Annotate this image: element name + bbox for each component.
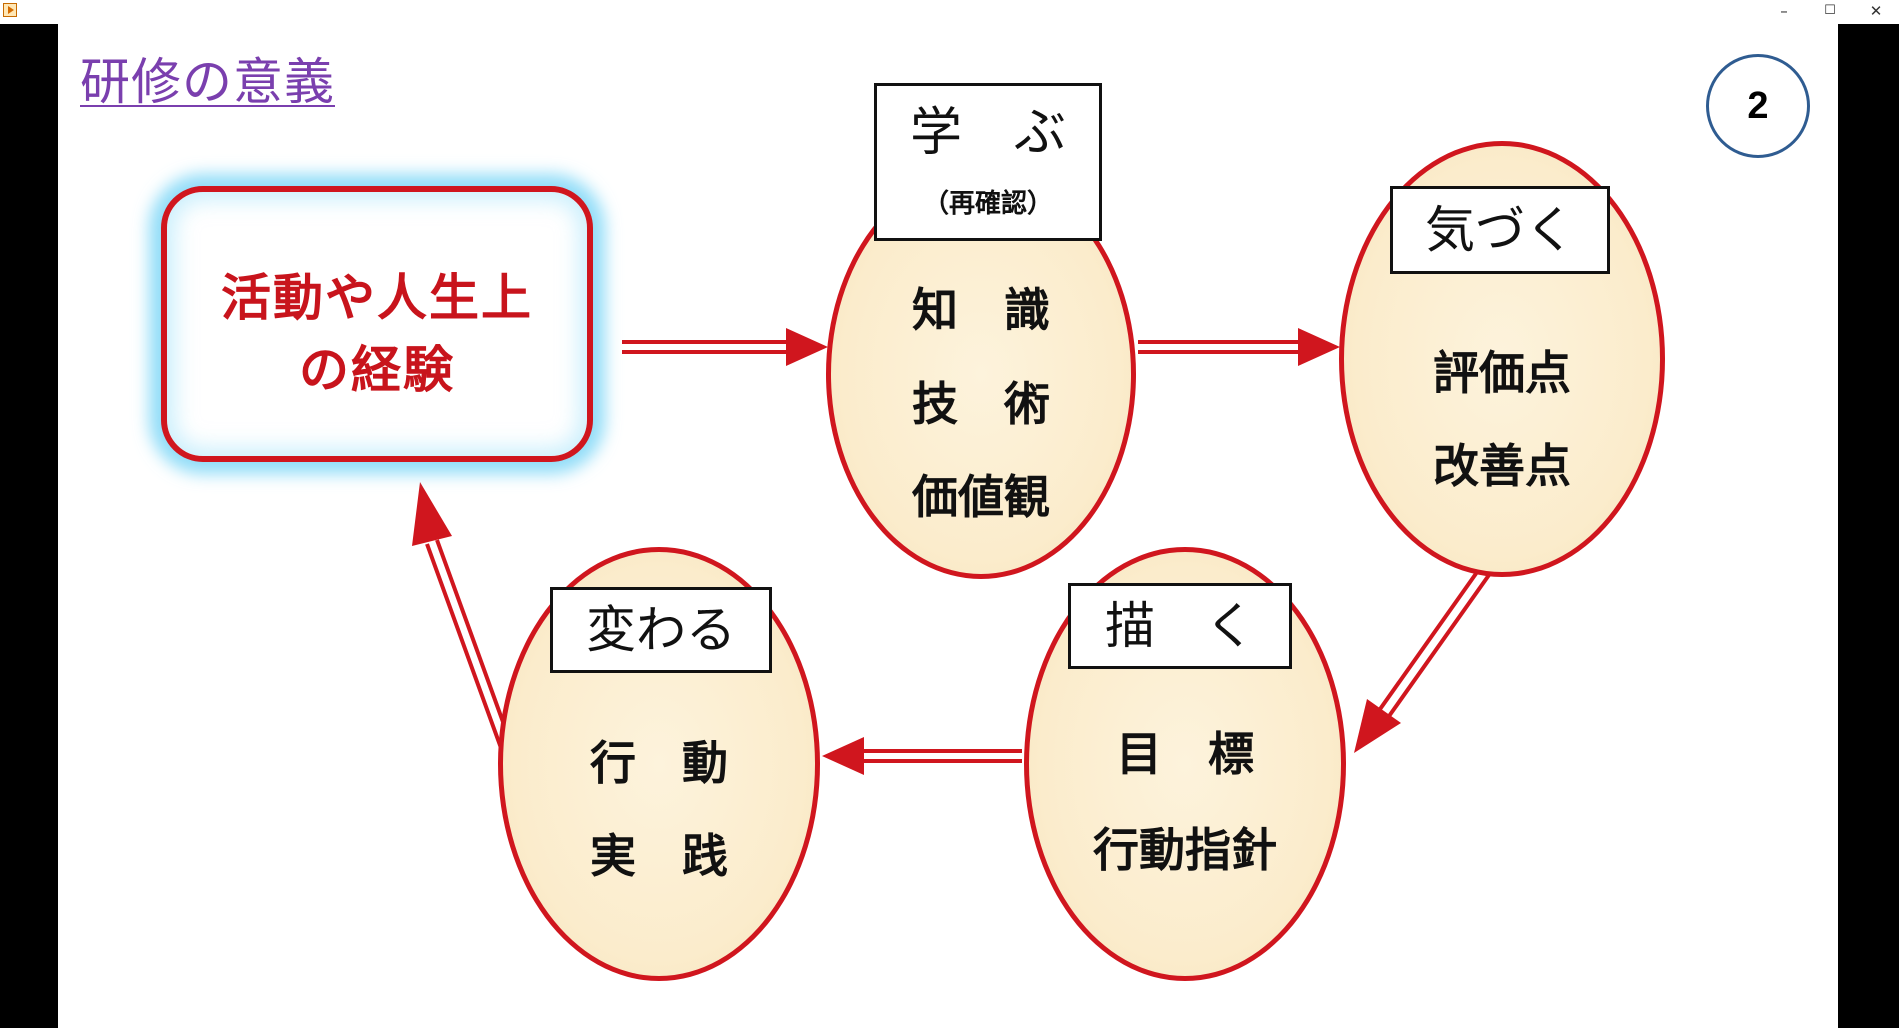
draw-label-box: 描 く: [1068, 583, 1292, 669]
media-player-icon: [3, 3, 17, 17]
change-label-box: 変わる: [550, 587, 772, 673]
notice-line-1: 評価点: [1433, 346, 1571, 400]
change-line-1: 行 動: [590, 736, 728, 790]
learn-line-1: 知 識: [912, 283, 1050, 337]
learn-label: 学 ぶ: [909, 103, 1066, 163]
minimize-button[interactable]: –: [1780, 2, 1788, 20]
experience-box: 活動や人生上 の経験: [161, 186, 593, 462]
experience-line-2: の経験: [299, 341, 455, 399]
notice-label: 気づく: [1425, 201, 1575, 259]
draw-line-1: 目 標: [1116, 727, 1254, 781]
learn-line-3: 価値観: [912, 470, 1050, 524]
learn-label-box: 学 ぶ （再確認）: [874, 83, 1102, 241]
arrow-change-to-experience: [412, 482, 513, 749]
flow-arrows: [412, 328, 1503, 775]
arrow-notice-to-draw: [1354, 549, 1503, 753]
change-label: 変わる: [586, 601, 736, 659]
slide-canvas: 研修の意義 2: [58, 24, 1838, 1028]
notice-label-box: 気づく: [1390, 186, 1610, 274]
slide-title: 研修の意義: [80, 53, 335, 111]
learn-line-2: 技 術: [912, 377, 1050, 431]
letterbox-left: [0, 24, 58, 1028]
letterbox-right: [1838, 24, 1899, 1028]
learn-sub-label: （再確認）: [922, 189, 1053, 219]
close-button[interactable]: ✕: [1869, 2, 1883, 20]
experience-text: 活動や人生上 の経験: [167, 262, 587, 406]
arrow-experience-to-learn: [622, 328, 828, 366]
title-bar[interactable]: – ☐ ✕: [0, 0, 1899, 24]
change-line-2: 実 践: [590, 829, 728, 883]
arrow-draw-to-change: [822, 737, 1022, 775]
draw-line-2: 行動指針: [1093, 823, 1277, 877]
arrow-learn-to-notice: [1138, 328, 1340, 366]
page-number-badge: 2: [1706, 54, 1810, 158]
maximize-button[interactable]: ☐: [1824, 3, 1836, 18]
experience-line-1: 活動や人生上: [221, 269, 533, 327]
draw-label: 描 く: [1105, 597, 1255, 655]
notice-line-2: 改善点: [1433, 439, 1571, 493]
